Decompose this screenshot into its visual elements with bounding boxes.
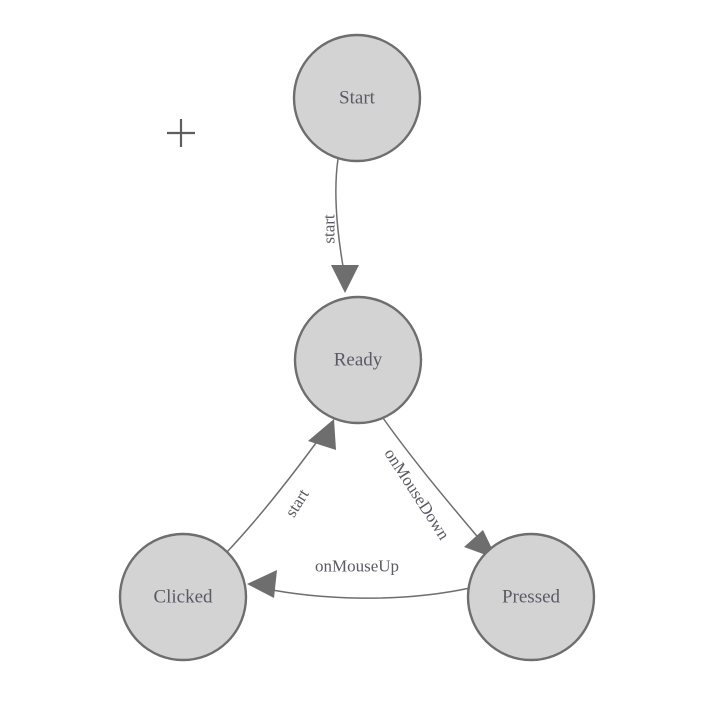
node-ready-label: Ready (334, 350, 383, 371)
edge-start-ready[interactable]: start (320, 158, 360, 293)
edge-ready-pressed[interactable]: onMouseDown (380, 417, 497, 559)
edge-pressed-clicked-path (261, 587, 471, 599)
edge-start-ready-arrowhead (331, 265, 359, 293)
edge-label-clicked-ready: start (281, 485, 313, 520)
crosshair-icon (167, 119, 195, 147)
edge-pressed-clicked-arrowhead (247, 570, 277, 598)
edge-clicked-ready-arrowhead (308, 419, 336, 450)
node-pressed-circle[interactable] (466, 532, 596, 662)
node-clicked-label: Clicked (153, 587, 213, 608)
node-ready[interactable]: Ready (293, 295, 423, 425)
edge-label-start-ready: start (320, 214, 339, 244)
node-pressed-label: Pressed (502, 587, 561, 608)
node-ready-circle[interactable] (293, 295, 423, 425)
edge-label-pressed-clicked: onMouseUp (315, 557, 399, 576)
node-start-label: Start (339, 88, 376, 109)
node-start-circle[interactable] (292, 33, 422, 163)
node-start[interactable]: Start (292, 33, 422, 163)
node-clicked[interactable]: Clicked (118, 532, 248, 662)
edge-clicked-ready[interactable]: start (225, 419, 336, 554)
edge-clicked-ready-path (225, 431, 325, 554)
node-clicked-circle[interactable] (118, 532, 248, 662)
edge-pressed-clicked[interactable]: onMouseUp (247, 557, 471, 599)
node-pressed[interactable]: Pressed (466, 532, 596, 662)
